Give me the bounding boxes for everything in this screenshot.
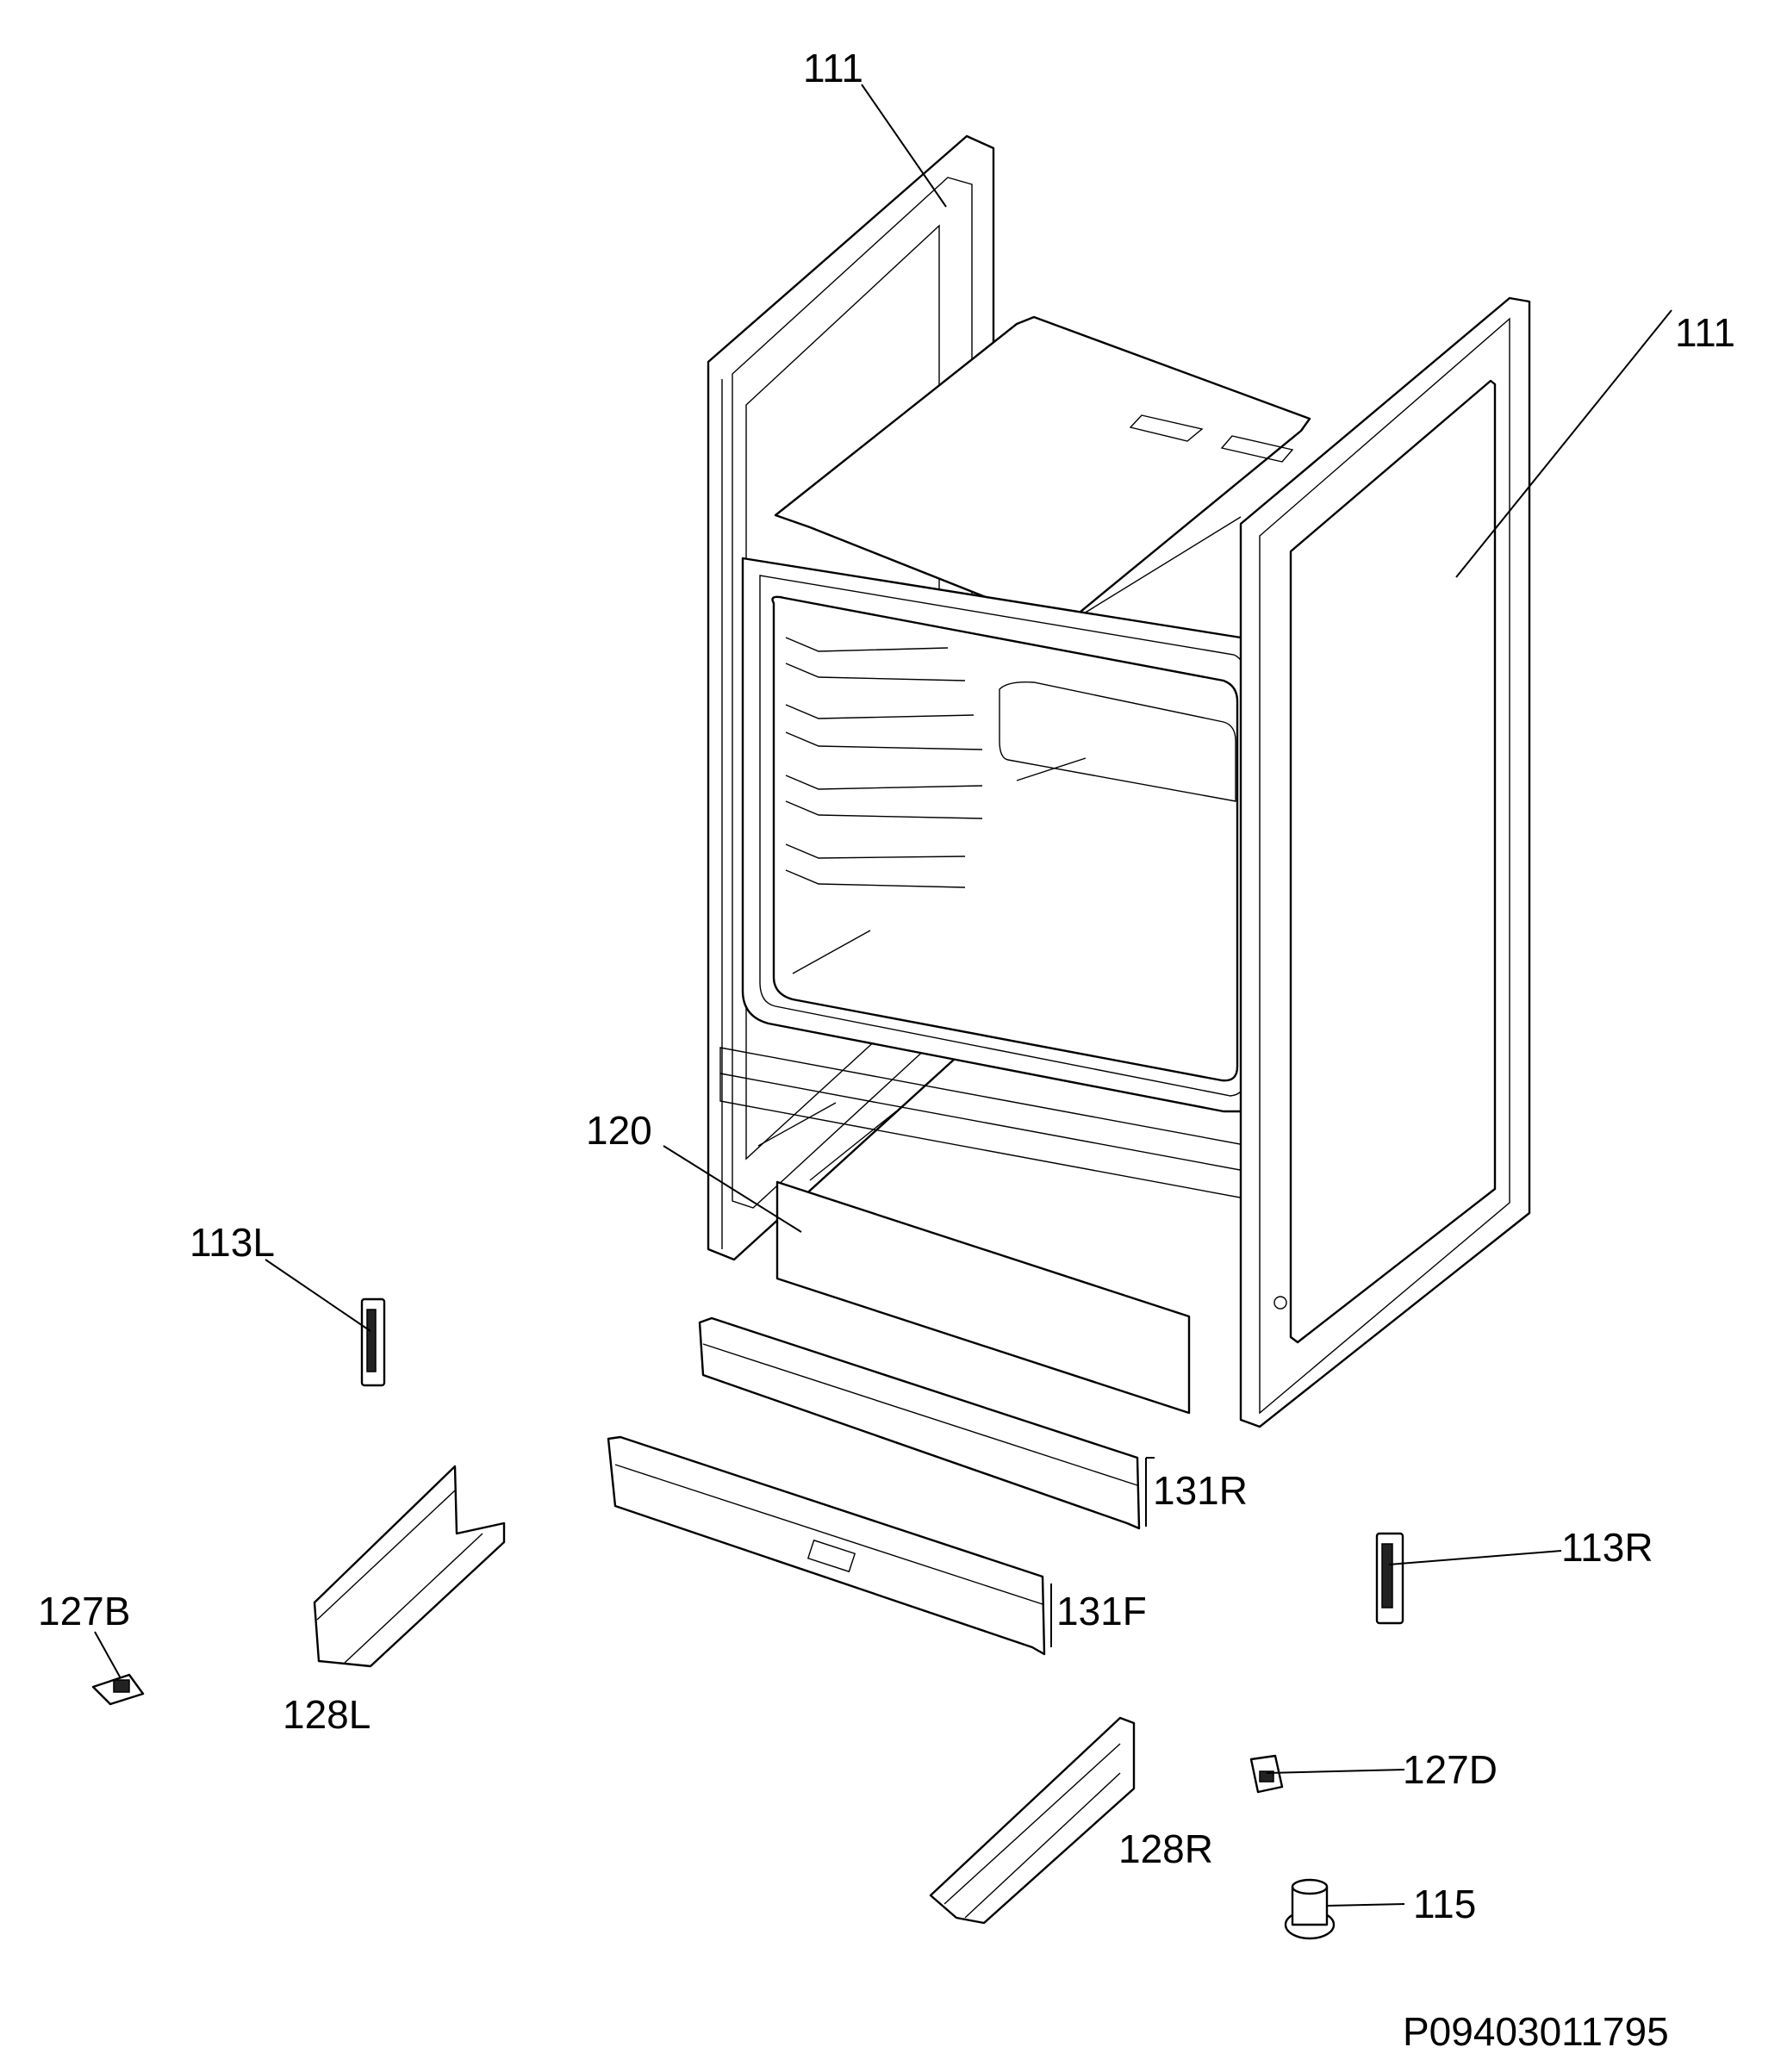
rail-front xyxy=(607,1435,1046,1656)
label-115: 115 xyxy=(1413,1882,1476,1926)
oven-cavity xyxy=(741,315,1311,1113)
clip-127b xyxy=(91,1673,145,1706)
drawer-front xyxy=(775,1180,1191,1415)
label-127d: 127D xyxy=(1403,1747,1498,1792)
runner-left xyxy=(313,1465,506,1668)
label-128r: 128R xyxy=(1118,1826,1213,1871)
hinge-right xyxy=(1375,1532,1404,1625)
clip-127d xyxy=(1249,1754,1284,1794)
label-113r: 113R xyxy=(1561,1525,1653,1570)
label-120: 120 xyxy=(586,1108,652,1153)
rail-rear xyxy=(698,1316,1141,1530)
right-side-panel xyxy=(1239,296,1531,1428)
label-111-right: 111 xyxy=(1675,310,1735,355)
label-131f: 131F xyxy=(1056,1589,1147,1633)
shelf-racks xyxy=(785,637,983,888)
label-131r: 131R xyxy=(1153,1468,1248,1513)
document-code: P09403011795 xyxy=(1403,2009,1669,2054)
label-127b: 127B xyxy=(38,1589,130,1633)
label-128l: 128L xyxy=(283,1692,371,1737)
runner-right xyxy=(929,1716,1136,1925)
label-113l: 113L xyxy=(190,1220,275,1265)
foot-115 xyxy=(1284,1878,1336,1940)
hinge-left xyxy=(360,1297,386,1387)
label-111-top: 111 xyxy=(803,46,863,90)
leader-lines xyxy=(94,84,1672,1907)
